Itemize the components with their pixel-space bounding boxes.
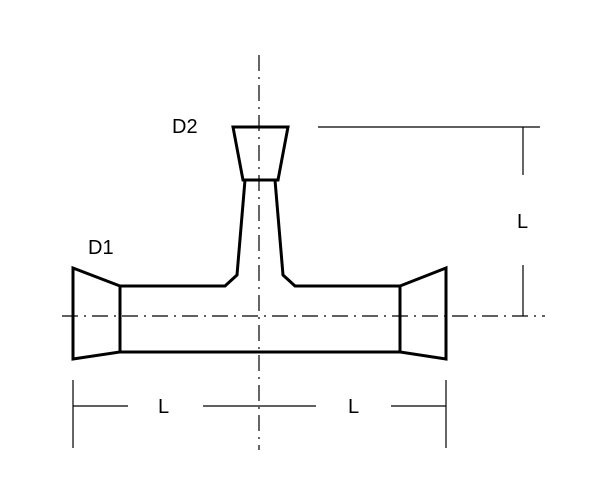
right-socket xyxy=(398,265,448,361)
left-length-label: L xyxy=(158,396,169,418)
right-length-label: L xyxy=(348,396,359,418)
d2-label: D2 xyxy=(172,116,198,138)
left-socket xyxy=(71,265,122,361)
d1-label: D1 xyxy=(88,237,114,259)
branch-socket xyxy=(231,125,290,182)
vertical-length-label: L xyxy=(517,211,528,233)
main-run-body xyxy=(120,179,400,354)
